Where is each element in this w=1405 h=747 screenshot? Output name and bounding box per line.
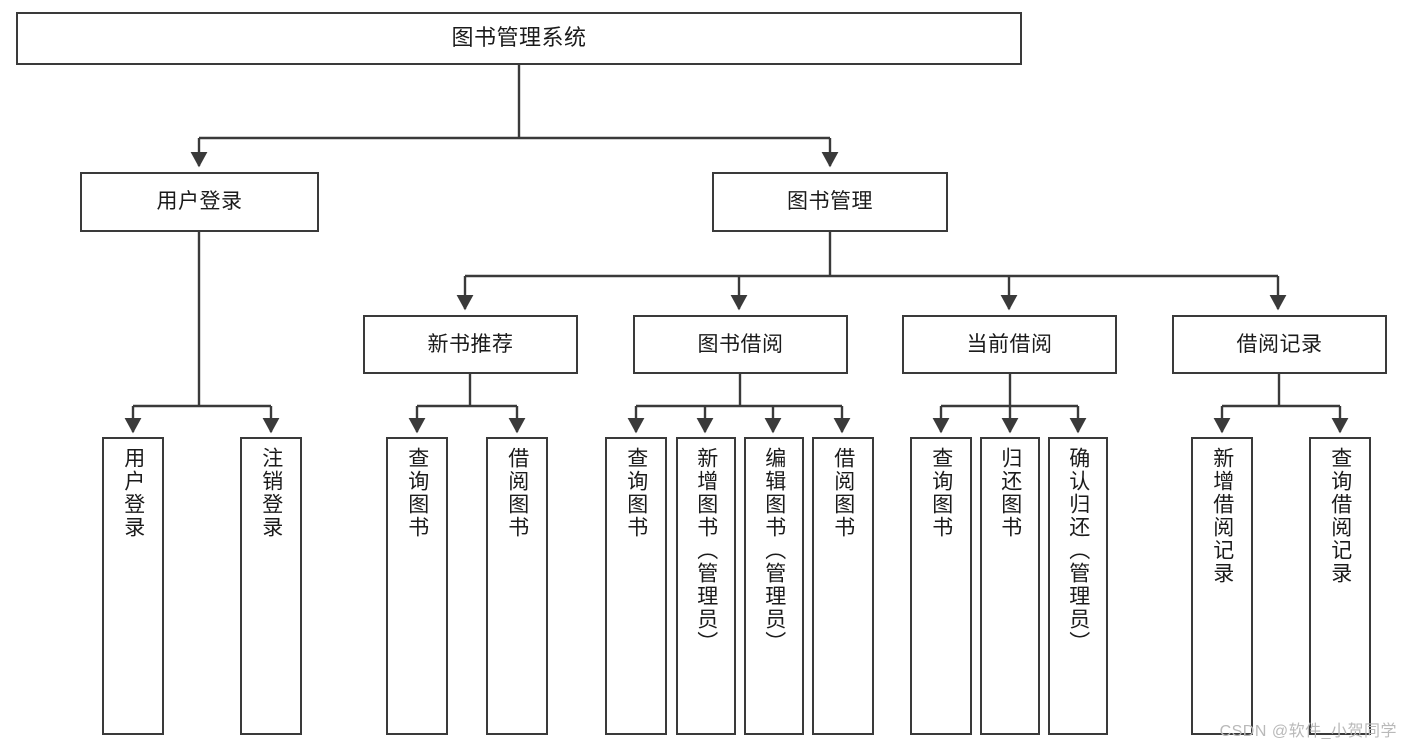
node-label: 新增图书（管理员） [694, 447, 718, 654]
leaf-borrow-record-query-record[interactable]: 查询借阅记录 [1309, 437, 1371, 735]
node-label: 借阅记录 [1236, 332, 1323, 356]
csdn-watermark: CSDN @软件_小贺同学 [1219, 723, 1397, 740]
leaf-user-login-login[interactable]: 用户登录 [102, 437, 164, 735]
leaf-book-borrow-query-book[interactable]: 查询图书 [605, 437, 667, 735]
node-label: 图书管理 [787, 190, 873, 214]
leaf-user-login-logout[interactable]: 注销登录 [240, 437, 302, 735]
node-label: 用户登录 [121, 447, 145, 539]
node-root-book-management-system[interactable]: 图书管理系统 [16, 12, 1022, 65]
node-new-book-recommend[interactable]: 新书推荐 [363, 315, 578, 374]
leaf-new-book-borrow-book[interactable]: 借阅图书 [486, 437, 548, 735]
node-label: 图书借阅 [697, 332, 784, 356]
node-label: 编辑图书（管理员） [762, 447, 786, 654]
node-label: 注销登录 [259, 447, 283, 539]
node-user-login[interactable]: 用户登录 [80, 172, 319, 232]
node-current-borrow[interactable]: 当前借阅 [902, 315, 1117, 374]
node-label: 查询图书 [929, 447, 953, 539]
node-label: 图书管理系统 [451, 25, 587, 51]
node-label: 查询图书 [624, 447, 648, 539]
node-label: 新书推荐 [427, 332, 514, 356]
leaf-current-borrow-return-book[interactable]: 归还图书 [980, 437, 1040, 735]
leaf-new-book-query-book[interactable]: 查询图书 [386, 437, 448, 735]
node-label: 新增借阅记录 [1210, 447, 1234, 585]
node-label: 当前借阅 [966, 332, 1053, 356]
node-label: 归还图书 [998, 447, 1022, 539]
node-label: 确认归还（管理员） [1066, 447, 1090, 654]
node-borrow-record[interactable]: 借阅记录 [1172, 315, 1387, 374]
leaf-borrow-record-add-record[interactable]: 新增借阅记录 [1191, 437, 1253, 735]
node-label: 查询借阅记录 [1328, 447, 1352, 585]
leaf-book-borrow-add-book-admin[interactable]: 新增图书（管理员） [676, 437, 736, 735]
node-label: 用户登录 [156, 190, 243, 214]
leaf-current-borrow-confirm-return-admin[interactable]: 确认归还（管理员） [1048, 437, 1108, 735]
leaf-book-borrow-borrow-book[interactable]: 借阅图书 [812, 437, 874, 735]
node-book-management[interactable]: 图书管理 [712, 172, 948, 232]
leaf-current-borrow-query-book[interactable]: 查询图书 [910, 437, 972, 735]
node-book-borrow[interactable]: 图书借阅 [633, 315, 848, 374]
node-label: 借阅图书 [831, 447, 855, 539]
leaf-book-borrow-edit-book-admin[interactable]: 编辑图书（管理员） [744, 437, 804, 735]
node-label: 查询图书 [405, 447, 429, 539]
node-label: 借阅图书 [505, 447, 529, 539]
